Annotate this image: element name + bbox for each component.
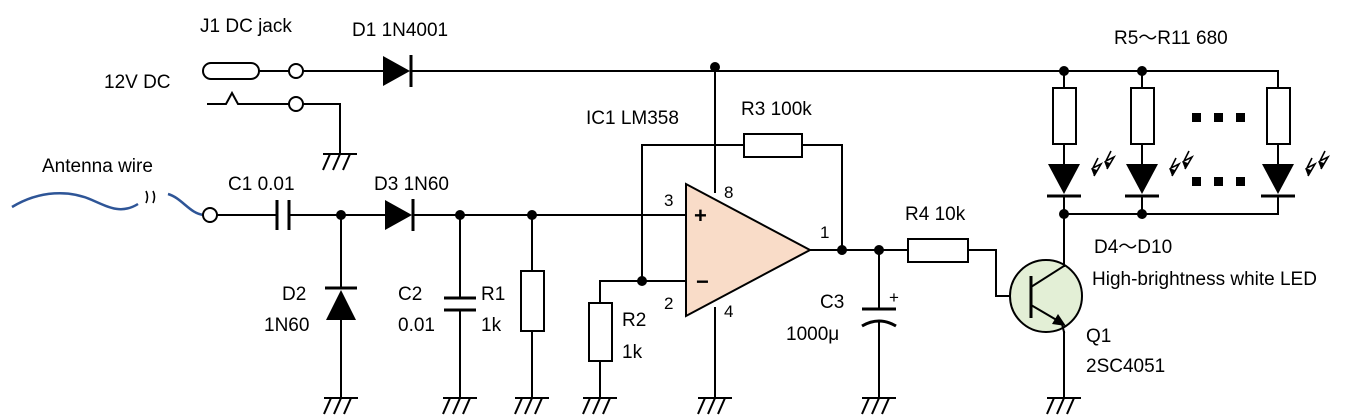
label-12v-dc: 12V DC bbox=[104, 72, 171, 93]
capacitor-c2 bbox=[444, 214, 476, 385]
label-d4-d10: D4～D10 bbox=[1094, 237, 1172, 258]
opamp-minus-sign: − bbox=[696, 269, 709, 294]
ground-symbol-c3 bbox=[861, 383, 897, 415]
diode-d2 bbox=[325, 214, 357, 385]
label-j1-dc-jack: J1 DC jack bbox=[200, 16, 292, 37]
label-r1-ref: R1 bbox=[481, 284, 505, 305]
resistor-r2 bbox=[588, 276, 687, 385]
resistor-r4 bbox=[907, 238, 1025, 297]
pin-number-8: 8 bbox=[724, 183, 733, 202]
resistor-r1 bbox=[520, 214, 545, 385]
label-r2-value: 1k bbox=[622, 342, 643, 363]
dc-jack-j1 bbox=[202, 62, 341, 141]
opamp-plus-sign: + bbox=[694, 203, 707, 228]
label-led-description: High-brightness white LED bbox=[1092, 269, 1317, 290]
label-d2-ref: D2 bbox=[282, 284, 306, 305]
feedback-resistor-r3 bbox=[641, 133, 843, 282]
label-q1-ref: Q1 bbox=[1086, 326, 1111, 347]
transistor-q1 bbox=[1009, 259, 1083, 385]
ground-symbol-jack bbox=[322, 139, 358, 171]
ground-symbol-r2 bbox=[582, 383, 618, 415]
supply-rail bbox=[410, 62, 1279, 193]
led-array bbox=[1047, 70, 1329, 263]
c3-polarity-plus: + bbox=[889, 288, 899, 307]
ground-symbol-opamp bbox=[697, 383, 733, 415]
ground-symbol-d2 bbox=[323, 383, 359, 415]
diode-d3 bbox=[385, 199, 687, 231]
label-r3: R3 100k bbox=[741, 99, 812, 120]
capacitor-c3 bbox=[861, 249, 897, 385]
capacitor-c1 bbox=[216, 200, 386, 230]
label-c1: C1 0.01 bbox=[228, 174, 295, 195]
label-c3-value: 1000μ bbox=[786, 324, 839, 345]
ground-symbol-q1 bbox=[1046, 383, 1082, 415]
label-r4: R4 10k bbox=[905, 204, 966, 225]
label-c3-ref: C3 bbox=[820, 292, 844, 313]
label-q1-value: 2SC4051 bbox=[1086, 356, 1165, 377]
label-r1-value: 1k bbox=[481, 315, 502, 336]
pin-number-1: 1 bbox=[820, 223, 829, 242]
diode-d1 bbox=[302, 55, 413, 87]
pin-number-2: 2 bbox=[664, 294, 673, 313]
label-d1: D1 1N4001 bbox=[352, 20, 448, 41]
pin-number-3: 3 bbox=[664, 191, 673, 210]
label-d3: D3 1N60 bbox=[374, 174, 449, 195]
opamp-ic1 bbox=[685, 182, 909, 385]
ground-symbol-c2 bbox=[442, 383, 478, 415]
antenna-wire bbox=[11, 190, 218, 223]
label-c2-value: 0.01 bbox=[398, 315, 435, 336]
label-antenna-wire: Antenna wire bbox=[42, 156, 153, 177]
label-d2-value: 1N60 bbox=[264, 315, 309, 336]
pin-number-4: 4 bbox=[724, 302, 733, 321]
ground-symbol-r1 bbox=[514, 383, 550, 415]
label-r2-ref: R2 bbox=[622, 310, 646, 331]
label-r5-r11: R5～R11 680 bbox=[1114, 28, 1228, 49]
label-ic1-lm358: IC1 LM358 bbox=[586, 108, 679, 129]
label-c2-ref: C2 bbox=[398, 284, 422, 305]
